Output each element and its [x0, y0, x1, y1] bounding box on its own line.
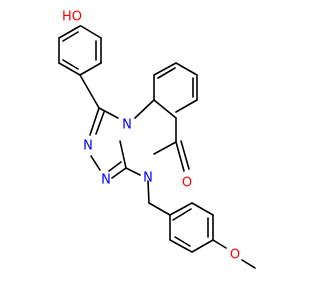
bond [191, 202, 214, 216]
bond [169, 202, 193, 216]
bond [175, 99, 198, 113]
atom-labels: HO N N N N O O [62, 10, 240, 263]
bond [241, 259, 256, 269]
bond [174, 236, 191, 247]
hydroxyl-label: HO [62, 10, 82, 25]
bond [148, 202, 171, 216]
bond [111, 167, 127, 179]
bond [180, 140, 190, 170]
nitrogen-triazole-label: N [83, 139, 93, 154]
bond [79, 62, 102, 76]
methoxy-oxygen-label: O [230, 248, 240, 263]
bond [175, 141, 185, 172]
bond [147, 180, 150, 204]
bond [98, 107, 119, 119]
bond [175, 62, 198, 76]
bond [58, 25, 81, 39]
bond [89, 107, 100, 136]
bond [119, 140, 127, 169]
bond [134, 99, 155, 119]
bond [157, 67, 176, 79]
bond [191, 239, 214, 253]
bond [90, 155, 101, 171]
bond [95, 111, 105, 135]
bond [58, 62, 81, 76]
bond [79, 74, 100, 109]
bond [62, 31, 79, 42]
carbonyl-oxygen-label: O [182, 176, 192, 191]
bond [153, 99, 177, 119]
bond [108, 161, 122, 172]
nitrogen-triazole-label: N [101, 173, 111, 188]
bond [125, 167, 141, 176]
bond [80, 25, 102, 39]
bond [169, 239, 193, 253]
bond [153, 62, 177, 76]
bond [212, 239, 227, 249]
bond [62, 59, 79, 70]
nitrogen-lactam-label: N [143, 171, 153, 186]
molecule-structure: HO N N N N O O [58, 10, 256, 269]
bond [153, 141, 177, 155]
bond [172, 208, 192, 221]
bond-network [58, 25, 256, 269]
nitrogen-bridge-label: N [122, 118, 132, 133]
